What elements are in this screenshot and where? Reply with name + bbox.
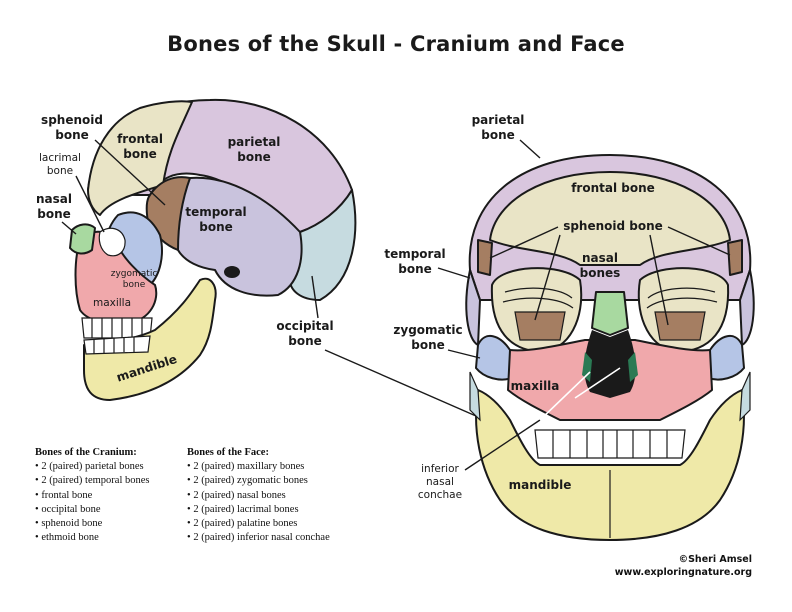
side-label-nasal-1: nasal (36, 192, 72, 206)
side-nasal-bone (69, 223, 96, 255)
list-item: frontal bone (35, 489, 149, 503)
front-sphenoid-left (477, 239, 493, 276)
svg-text:sphenoid bone: sphenoid bone (563, 219, 663, 233)
svg-text:sphenoid: sphenoid (41, 113, 103, 127)
front-label-mandible: mandible (509, 478, 572, 492)
list-item: sphenoid bone (35, 517, 149, 531)
side-label-parietal-1: parietal (228, 135, 281, 149)
side-frontal-bone (87, 100, 193, 216)
front-upper-teeth (534, 429, 686, 459)
cranium-bone-list: Bones of the Cranium: 2 (paired) parieta… (35, 446, 149, 545)
svg-text:frontal bone: frontal bone (571, 181, 655, 195)
side-label-sphenoid-2: bone (55, 128, 89, 142)
svg-text:bone: bone (237, 150, 271, 164)
svg-text:nasal: nasal (426, 476, 454, 488)
front-label-zygomatic-1: zygomatic (393, 323, 462, 337)
list-item: 2 (paired) lacrimal bones (187, 503, 330, 517)
front-label-nasal-1: nasal (582, 251, 618, 265)
list-item: 2 (paired) parietal bones (35, 460, 149, 474)
front-label-conchae-2: nasal (426, 476, 454, 488)
credit-author: ©Sheri Amsel (678, 554, 752, 565)
side-label-lacrimal-2: bone (47, 165, 73, 177)
svg-text:temporal: temporal (185, 205, 246, 219)
list-item: ethmoid bone (35, 531, 149, 545)
svg-text:bone: bone (123, 147, 157, 161)
svg-text:nasal: nasal (36, 192, 72, 206)
list-item: 2 (paired) maxillary bones (187, 460, 330, 474)
svg-text:parietal: parietal (228, 135, 281, 149)
svg-text:bone: bone (411, 338, 445, 352)
front-label-conchae-3: conchae (418, 489, 462, 501)
svg-text:bone: bone (398, 262, 432, 276)
side-label-nasal-2: bone (37, 207, 71, 221)
side-label-zygomatic-1: zygomatic (111, 269, 158, 279)
side-label-frontal-1: frontal (117, 132, 163, 146)
side-label-temporal-2: bone (199, 220, 233, 234)
side-label-parietal-2: bone (237, 150, 271, 164)
front-label-temporal-1: temporal (384, 247, 445, 261)
front-frontal-bone (489, 171, 731, 266)
front-zygomatic-right (707, 335, 745, 381)
svg-text:zygomatic: zygomatic (111, 269, 158, 279)
front-label-temporal-2: bone (398, 262, 432, 276)
svg-text:lacrimal: lacrimal (39, 152, 81, 164)
svg-text:inferior: inferior (421, 463, 459, 475)
front-label-parietal-1: parietal (472, 113, 525, 127)
front-nasal-cavity (584, 330, 636, 398)
front-label-maxilla: maxilla (511, 379, 560, 393)
side-label-sphenoid-1: sphenoid (41, 113, 103, 127)
svg-text:bones: bones (580, 266, 621, 280)
svg-text:maxilla: maxilla (511, 379, 560, 393)
front-labels: parietal bone frontal bone sphenoid bone… (384, 113, 731, 501)
front-label-nasal-2: bones (580, 266, 621, 280)
list-item: 2 (paired) zygomatic bones (187, 474, 330, 488)
svg-text:occipital: occipital (276, 319, 333, 333)
front-sphenoid-right (727, 239, 743, 276)
svg-text:zygomatic: zygomatic (393, 323, 462, 337)
svg-text:conchae: conchae (418, 489, 462, 501)
face-list-heading: Bones of the Face: (187, 447, 269, 458)
front-zygomatic-left (475, 335, 513, 381)
face-bone-list: Bones of the Face: 2 (paired) maxillary … (187, 446, 330, 545)
side-label-lacrimal-1: lacrimal (39, 152, 81, 164)
svg-text:parietal: parietal (472, 113, 525, 127)
side-label-maxilla: maxilla (93, 297, 131, 309)
svg-text:mandible: mandible (509, 478, 572, 492)
svg-text:bone: bone (199, 220, 233, 234)
svg-text:frontal: frontal (117, 132, 163, 146)
front-mandible-bone (475, 389, 745, 541)
svg-text:bone: bone (481, 128, 515, 142)
list-item: 2 (paired) temporal bones (35, 474, 149, 488)
page-title: Bones of the Skull - Cranium and Face (167, 32, 625, 56)
list-item: 2 (paired) palatine bones (187, 517, 330, 531)
front-nasal-bones (591, 291, 629, 336)
svg-text:bone: bone (288, 334, 322, 348)
svg-text:maxilla: maxilla (93, 297, 131, 309)
front-label-parietal-2: bone (481, 128, 515, 142)
side-skull (69, 98, 357, 401)
front-label-frontal: frontal bone (571, 181, 655, 195)
cranium-list-heading: Bones of the Cranium: (35, 447, 137, 458)
svg-text:temporal: temporal (384, 247, 445, 261)
list-item: 2 (paired) nasal bones (187, 489, 330, 503)
svg-text:bone: bone (37, 207, 71, 221)
svg-text:bone: bone (123, 280, 146, 290)
side-label-temporal-1: temporal (185, 205, 246, 219)
list-item: 2 (paired) inferior nasal conchae (187, 531, 329, 545)
side-label-occipital-2: bone (288, 334, 322, 348)
side-label-zygomatic-2: bone (123, 280, 146, 290)
svg-text:nasal: nasal (582, 251, 618, 265)
svg-text:bone: bone (55, 128, 89, 142)
side-label-occipital-1: occipital (276, 319, 333, 333)
side-label-frontal-2: bone (123, 147, 157, 161)
credit-block: ©Sheri Amsel www.exploringnature.org (615, 553, 752, 579)
front-label-zygomatic-2: bone (411, 338, 445, 352)
credit-site: www.exploringnature.org (614, 567, 752, 578)
front-label-conchae-1: inferior (421, 463, 459, 475)
list-item: occipital bone (35, 503, 149, 517)
front-label-sphenoid: sphenoid bone (563, 219, 663, 233)
svg-text:bone: bone (47, 165, 73, 177)
